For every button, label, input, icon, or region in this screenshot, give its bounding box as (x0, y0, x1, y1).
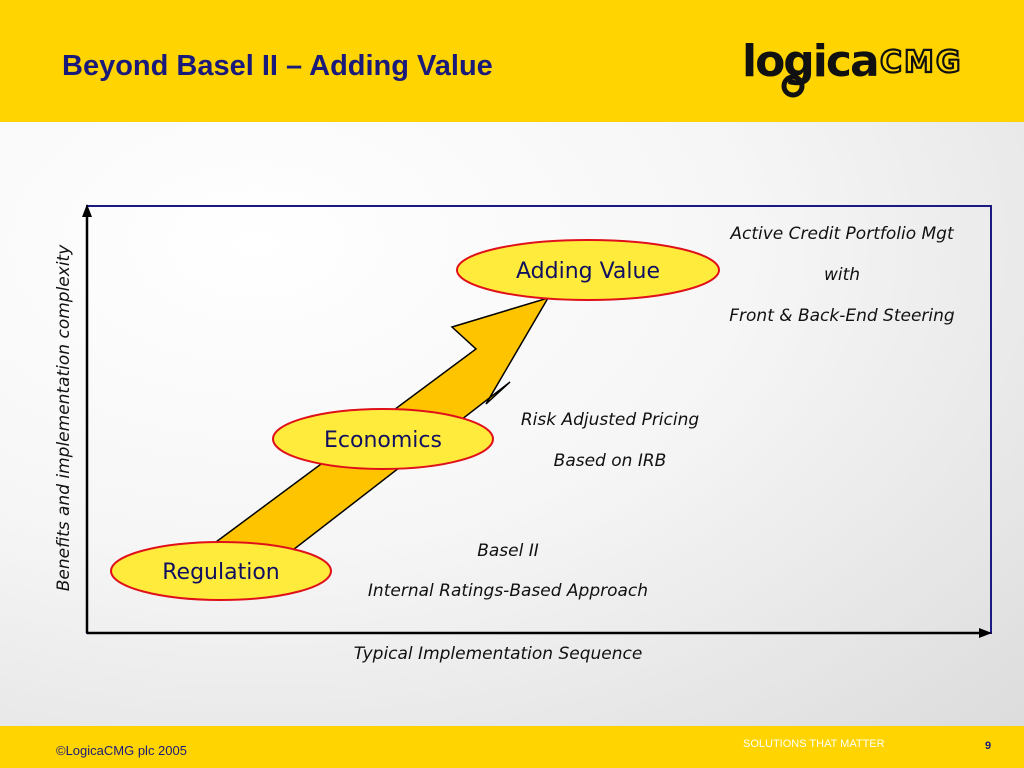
note-with: with (824, 265, 860, 285)
note-active-credit-portfolio: Active Credit Portfolio Mgt (729, 224, 955, 244)
bubble-adding-value (456, 239, 720, 301)
footer-bar (0, 726, 1024, 768)
stage-adding-value: Adding Value (456, 239, 720, 301)
bubble-economics (272, 408, 494, 470)
logo-ring-icon (781, 74, 805, 98)
header-bar (0, 0, 1024, 122)
stage-economics: Economics (272, 408, 494, 470)
x-axis-arrowhead (979, 628, 992, 638)
logicacmg-logo: logica CMG (742, 36, 963, 98)
note-based-on-irb: Based on IRB (554, 451, 667, 471)
logo-wordmark-logica: logica (742, 36, 878, 87)
page-number: 9 (985, 740, 992, 752)
footer-tagline: SOLUTIONS THAT MATTER (743, 738, 885, 750)
note-risk-adjusted-pricing: Risk Adjusted Pricing (521, 410, 700, 430)
bubble-label-adding-value: Adding Value (516, 259, 660, 284)
y-axis-label: Benefits and implementation complexity (54, 244, 74, 591)
logo-wordmark-cmg: CMG (880, 45, 963, 80)
bubble-label-regulation: Regulation (162, 560, 279, 585)
bubble-label-economics: Economics (324, 428, 442, 453)
diagram-background (0, 122, 1024, 726)
page-title: Beyond Basel II – Adding Value (62, 50, 493, 82)
x-axis-label: Typical Implementation Sequence (354, 644, 643, 664)
bubble-regulation (110, 541, 332, 601)
note-front-back-end-steering: Front & Back-End Steering (729, 306, 955, 326)
note-irb-approach: Internal Ratings-Based Approach (368, 581, 648, 601)
y-axis-arrowhead (82, 204, 92, 217)
stage-regulation: Regulation (110, 541, 332, 601)
note-basel-ii: Basel II (477, 541, 539, 561)
footer-copyright: ©LogicaCMG plc 2005 (56, 743, 187, 758)
